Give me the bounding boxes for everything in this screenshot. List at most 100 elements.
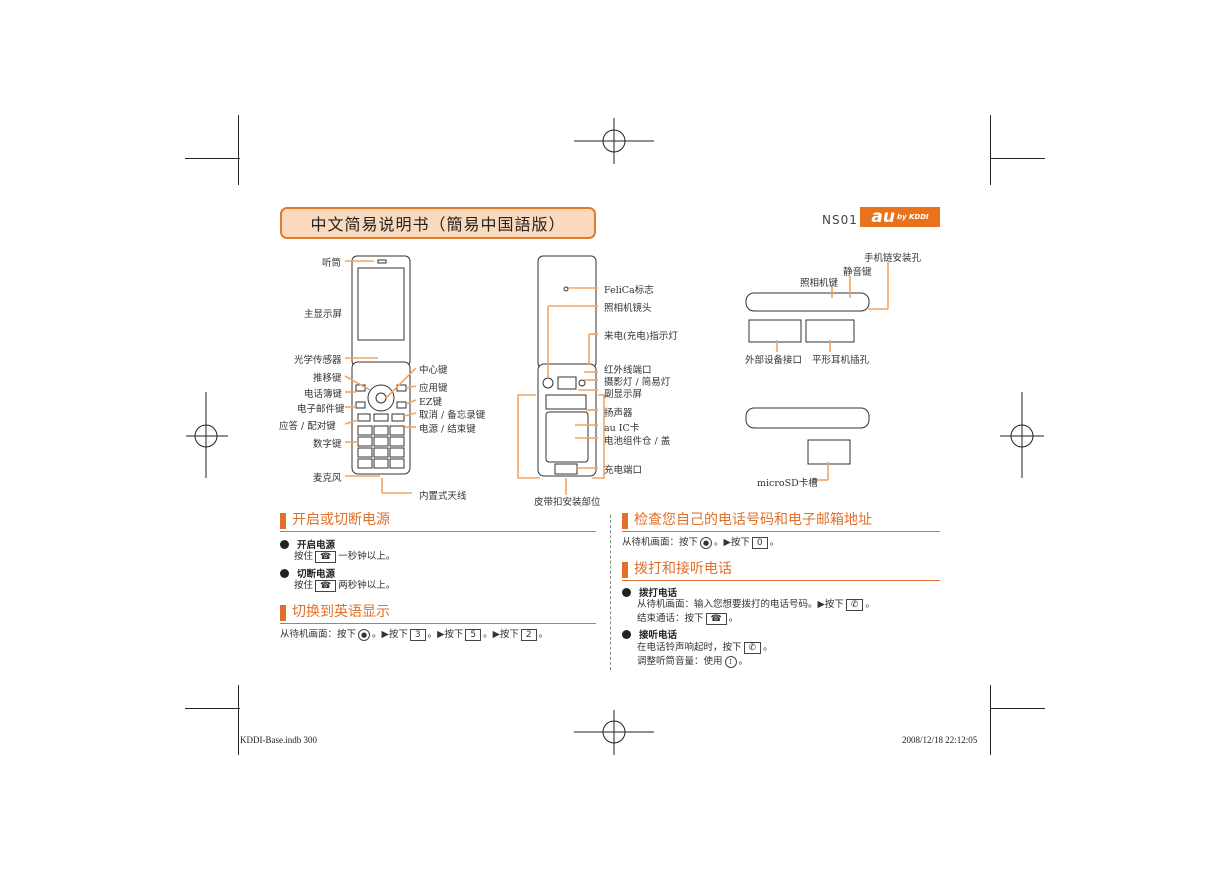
crop-mark [990, 685, 991, 755]
label-app-key: 应用键 [419, 383, 448, 394]
power-off-pre: 按住 [294, 580, 314, 591]
answer-line-2: 调整听筒音量：使用↕。 [637, 655, 748, 668]
answer-line-2-text: 调整听筒音量：使用 [637, 656, 723, 667]
back-lower-body [537, 363, 597, 477]
battery-cover [545, 411, 589, 463]
label-strap-hole: 手机链安装孔 [864, 253, 922, 264]
label-camera-key: 照相机键 [800, 278, 839, 289]
english-sep-1: 。▶按下 [372, 629, 408, 640]
english-sep-3: 。▶按下 [483, 629, 519, 640]
answer-line-1-end: 。 [763, 642, 773, 653]
english-sep-2: 。▶按下 [427, 629, 464, 640]
label-slide-key: 推移键 [313, 373, 342, 384]
crop-mark [990, 158, 1045, 159]
power-on-title: 开启电源 [280, 537, 335, 551]
call-key-icon: ✆ [743, 642, 762, 654]
earpiece [377, 259, 387, 264]
call-key-icon: ✆ [845, 599, 864, 611]
bullet-dot [622, 630, 631, 639]
answer-title: 接听电话 [622, 627, 677, 641]
end-key-icon: ☎ [705, 613, 727, 625]
side-view-top [745, 292, 870, 312]
au-logo: au by KDDI [860, 207, 940, 227]
volume-nav-icon: ↕ [724, 656, 737, 668]
label-main-display: 主显示屏 [304, 309, 343, 320]
label-antenna: 内置式天线 [419, 491, 467, 502]
footer-date: 2008/12/18 22:12:05 [902, 735, 978, 745]
label-charging-port: 充电端口 [604, 465, 643, 476]
check-sep: 。▶按下 [714, 537, 750, 548]
check-pre: 从待机画面：按下 [622, 537, 699, 548]
english-end: 。 [538, 629, 549, 640]
answer-line-1: 在电话铃声响起时，按下✆。 [637, 641, 773, 654]
dial-title-text: 拨打电话 [639, 588, 678, 599]
logo-subtext: by KDDI [896, 213, 929, 221]
label-phonebook-key: 电话簿键 [304, 389, 343, 400]
center-key-icon: ● [358, 629, 371, 641]
label-ez-key: EZ键 [419, 397, 443, 408]
label-infrared: 红外线端口 [604, 365, 652, 376]
side-view-bottom [745, 407, 870, 429]
section-english-heading: 切换到英语显示 [280, 604, 596, 624]
sub-display [557, 376, 577, 390]
dial-line-1: 从待机画面：输入您想要拨打的电话号码。▶按下✆。 [637, 598, 875, 611]
power-on-title-text: 开启电源 [297, 540, 336, 551]
external-port-detail [748, 319, 802, 343]
center-key-icon: ● [700, 537, 713, 549]
label-microphone: 麦克风 [313, 473, 342, 484]
section-power-heading: 开启或切断电源 [280, 512, 596, 532]
dial-line-2-end: 。 [728, 613, 739, 624]
back-upper-body [537, 255, 597, 369]
model-number: NS01 [822, 213, 858, 227]
label-au-ic-card: au IC卡 [604, 423, 640, 434]
crop-mark [185, 158, 240, 159]
answer-title-text: 接听电话 [639, 630, 678, 641]
bullet-dot [280, 540, 289, 549]
label-light-sensor: 光学传感器 [294, 355, 342, 366]
label-email-key: 电子邮件键 [297, 404, 345, 415]
dial-line-2-text: 结束通话：按下 [637, 613, 704, 624]
label-earphone-jack: 平形耳机插孔 [812, 355, 870, 366]
charging-port [554, 463, 578, 475]
crop-mark [185, 708, 240, 709]
section-check-heading: 检查您自己的电话号码和电子邮箱地址 [622, 512, 940, 532]
crop-mark [238, 685, 239, 755]
column-divider [610, 515, 611, 670]
dial-line-2: 结束通话：按下☎。 [637, 612, 738, 625]
english-pre: 从待机画面：按下 [280, 629, 357, 640]
key-3: 3 [409, 629, 426, 641]
check-end: 。 [769, 537, 780, 548]
label-camera-lens: 照相机镜头 [604, 303, 652, 314]
crop-mark [990, 708, 1045, 709]
label-silent-key: 静音键 [843, 267, 872, 278]
dial-line-1-text: 从待机画面：输入您想要拨打的电话号码。▶按下 [637, 599, 844, 610]
flash-light [578, 379, 586, 387]
label-photo-light: 摄影灯 / 简易灯 [604, 377, 671, 388]
speaker [545, 394, 587, 410]
label-earpiece: 听筒 [322, 258, 342, 269]
dial-title: 拨打电话 [622, 585, 677, 599]
label-microsd: microSD卡槽 [757, 478, 818, 489]
bullet-dot [280, 569, 289, 578]
label-indicator: 来电(充电)指示灯 [604, 331, 678, 342]
label-center-key: 中心键 [419, 365, 448, 376]
power-on-post: 一秒钟以上。 [338, 551, 396, 562]
crop-mark [238, 115, 239, 185]
label-felica: FeliCa标志 [604, 285, 654, 296]
label-number-keys: 数字键 [313, 439, 342, 450]
dial-line-1-end: 。 [865, 599, 875, 610]
logo-text: au [871, 207, 895, 227]
power-off-title: 切断电源 [280, 566, 335, 580]
label-cancel-key: 取消 / 备忘录键 [419, 410, 486, 421]
microsd-slot-detail [807, 439, 851, 465]
footer-file: KDDI-Base.indb 300 [240, 735, 317, 745]
power-on-pre: 按住 [294, 551, 314, 562]
power-on-text: 按住☎一秒钟以上。 [294, 550, 395, 563]
key-2: 2 [520, 629, 537, 641]
bullet-dot [622, 588, 631, 597]
section-call-heading: 拨打和接听电话 [622, 561, 940, 581]
